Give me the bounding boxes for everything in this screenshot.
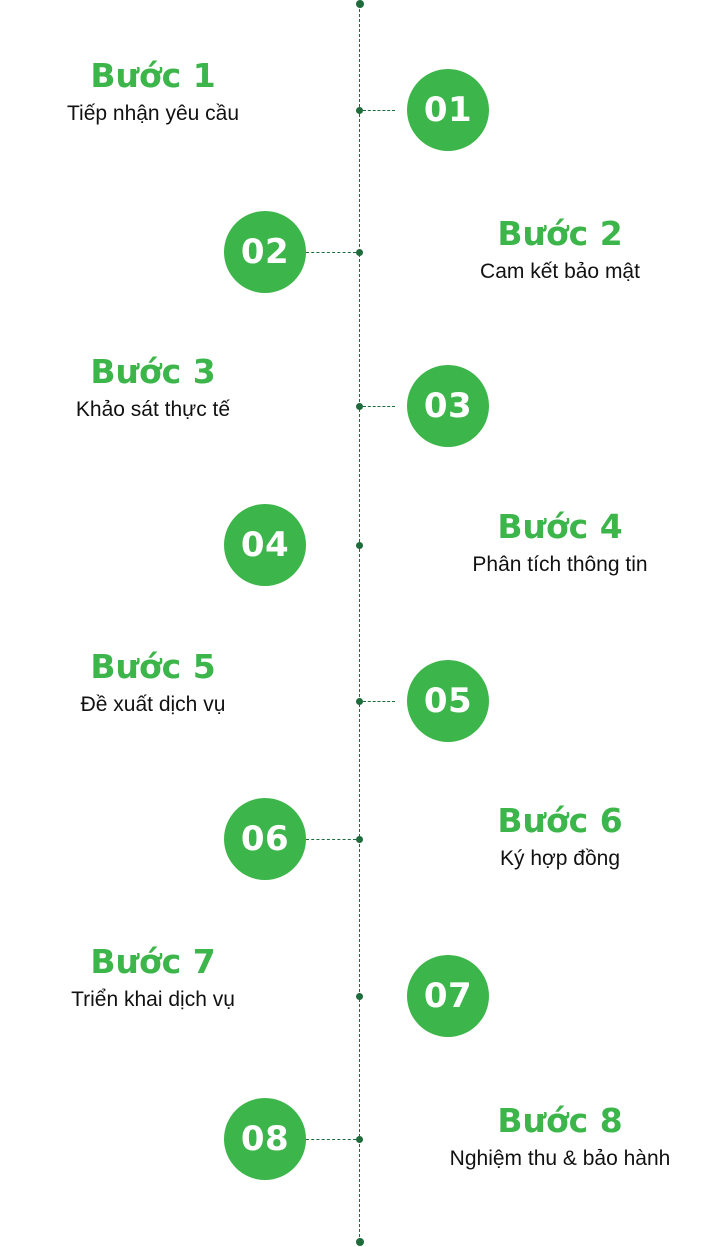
step-label: Bước 8 Nghiệm thu & bảo hành (410, 1101, 710, 1173)
step-title: Bước 1 (90, 56, 216, 95)
step-description: Triển khai dịch vụ (71, 988, 235, 1011)
step-title: Bước 6 (497, 801, 623, 840)
connector-line (363, 406, 395, 407)
step-description: Nghiệm thu & bảo hành (449, 1147, 671, 1170)
step-number-badge: 08 (224, 1098, 306, 1180)
step-label: Bước 1 Tiếp nhận yêu cầu (3, 56, 303, 128)
timeline-node-dot (356, 249, 363, 256)
step-description: Cam kết bảo mật (480, 260, 640, 283)
timeline-node-dot (356, 698, 363, 705)
connector-line (306, 1139, 356, 1140)
step-label: Bước 3 Khảo sát thực tế (3, 352, 303, 424)
step-label: Bước 7 Triển khai dịch vụ (3, 942, 303, 1014)
step-description: Ký hợp đồng (499, 847, 621, 870)
step-description: Tiếp nhận yêu cầu (66, 102, 239, 125)
step-description: Khảo sát thực tế (75, 398, 231, 421)
timeline-start-dot (356, 0, 364, 8)
connector-line (306, 839, 356, 840)
connector-line (306, 252, 356, 253)
timeline-node-dot (356, 107, 363, 114)
step-label: Bước 2 Cam kết bảo mật (410, 214, 710, 286)
timeline-line (359, 4, 360, 1242)
step-number-badge: 03 (407, 365, 489, 447)
connector-line (363, 701, 395, 702)
step-title: Bước 2 (497, 214, 623, 253)
step-label: Bước 4 Phân tích thông tin (410, 507, 710, 579)
timeline-node-dot (356, 993, 363, 1000)
step-title: Bước 7 (90, 942, 216, 981)
step-label: Bước 5 Đề xuất dịch vụ (3, 647, 303, 719)
step-number-badge: 01 (407, 69, 489, 151)
step-label: Bước 6 Ký hợp đồng (410, 801, 710, 873)
timeline-node-dot (356, 542, 363, 549)
timeline-node-dot (356, 1136, 363, 1143)
step-title: Bước 8 (497, 1101, 623, 1140)
step-title: Bước 4 (497, 507, 623, 546)
timeline-node-dot (356, 836, 363, 843)
step-number-badge: 07 (407, 955, 489, 1037)
step-number-badge: 06 (224, 798, 306, 880)
step-title: Bước 3 (90, 352, 216, 391)
step-description: Phân tích thông tin (472, 553, 648, 576)
step-number-badge: 02 (224, 211, 306, 293)
timeline-node-dot (356, 403, 363, 410)
step-title: Bước 5 (90, 647, 216, 686)
step-number-badge: 04 (224, 504, 306, 586)
connector-line (363, 110, 395, 111)
step-description: Đề xuất dịch vụ (80, 693, 226, 716)
step-number-badge: 05 (407, 660, 489, 742)
timeline-end-dot (356, 1238, 364, 1246)
